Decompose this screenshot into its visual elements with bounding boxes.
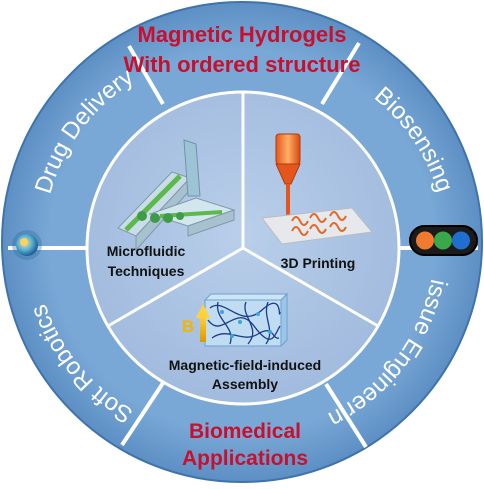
microfluidic-chip-icon [117, 139, 236, 252]
magnetic-network-icon [203, 292, 289, 348]
cell-capsule-icon [409, 225, 478, 256]
magnetic-field-arrow-icon [196, 304, 210, 342]
ring-divider [320, 41, 361, 106]
ring-divider [127, 44, 165, 106]
assembly-label-line-1: Magnetic-field-induced [169, 357, 321, 373]
ring-divider [324, 382, 368, 449]
nanoparticle-icon [12, 230, 42, 260]
footer-line-2: Applications [182, 447, 308, 470]
sector-divider [242, 246, 379, 328]
microfluidic-label-line-1: Microfluidic [107, 243, 186, 259]
title-line-1: Magnetic Hydrogels [137, 22, 346, 47]
sector-divider [107, 246, 244, 328]
printing-label: 3D Printing [281, 255, 356, 271]
ring-divider [120, 381, 165, 447]
assembly-label-line-2: Assembly [212, 376, 278, 392]
title-line-2: With ordered structure [124, 52, 361, 77]
magnetic-field-symbol: B [182, 317, 194, 336]
3d-printer-nozzle-icon [261, 133, 373, 245]
footer-line-1: Biomedical [189, 420, 301, 443]
microfluidic-label-line-2: Techniques [108, 263, 185, 279]
